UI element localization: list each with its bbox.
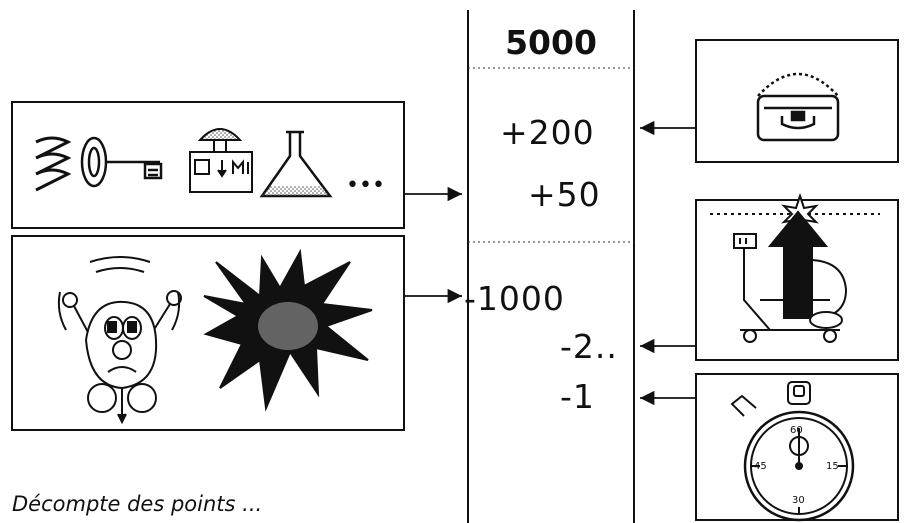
score-penalty-hit: -1000 [464, 279, 565, 318]
objects-ellipsis: ••• [346, 173, 385, 198]
stopwatch-icon [730, 381, 855, 522]
hazards-panel [11, 235, 405, 431]
stopwatch-panel [695, 373, 899, 522]
chest-icon [756, 72, 840, 142]
stopwatch-mark-15: 15 [826, 461, 839, 472]
score-penalty-lift: -2.. [560, 327, 618, 366]
key-icon [80, 136, 163, 188]
score-penalty-time: -1 [560, 377, 595, 416]
stunned-character-icon [57, 256, 182, 425]
spring-icon [35, 136, 72, 192]
stopwatch-mark-60: 60 [790, 425, 803, 436]
device-icon [189, 128, 253, 193]
flask-icon [259, 130, 333, 198]
stopwatch-mark-30: 30 [792, 495, 805, 506]
stopwatch-mark-45: 45 [754, 461, 767, 472]
score-bonus-objects: +50 [528, 175, 601, 214]
score-column [467, 10, 635, 523]
arrows [404, 120, 696, 406]
chest-panel [695, 39, 899, 163]
lift-panel [695, 192, 899, 361]
lift-icon [710, 192, 880, 343]
score-bonus-chest: +200 [500, 113, 595, 152]
total-score: 5000 [505, 23, 597, 62]
explosion-icon [203, 248, 373, 412]
caption: Décompte des points ... [12, 492, 263, 516]
objects-panel: ••• [11, 101, 405, 229]
